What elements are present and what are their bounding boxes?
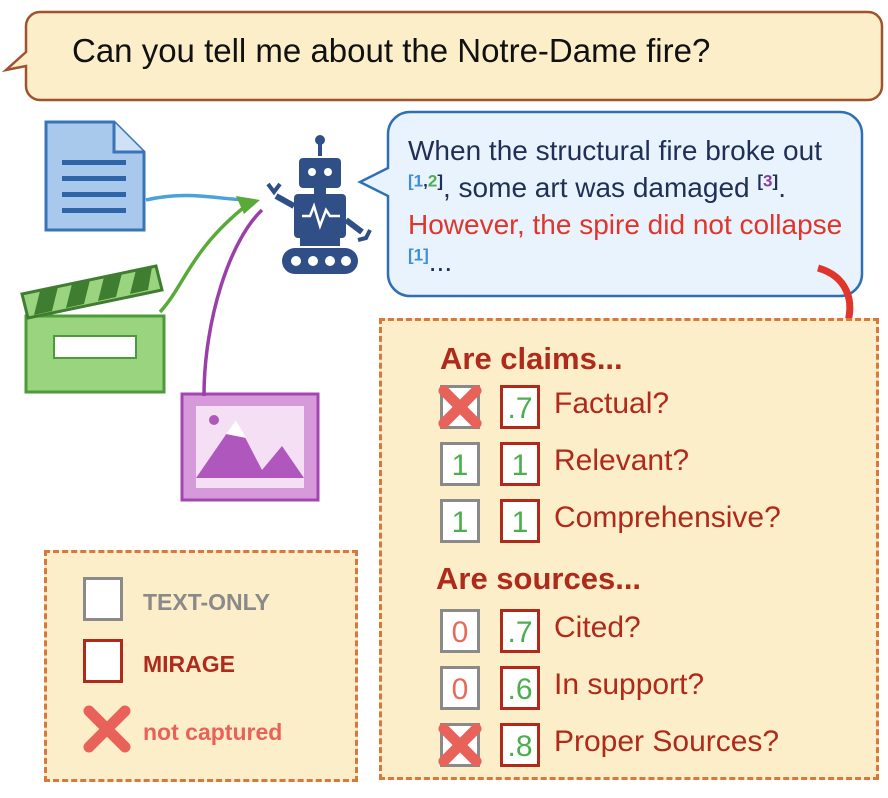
- answer-ellipsis: ...: [428, 246, 453, 277]
- citation-3-num: 3: [763, 171, 773, 191]
- citation-1-red: [1]: [408, 245, 429, 265]
- legend-text-only-label: TEXT-ONLY: [143, 589, 270, 615]
- citation-2: 2: [427, 171, 438, 191]
- claims-row: .7 Factual?: [382, 385, 862, 431]
- clapperboard-icon: [20, 264, 166, 394]
- sources-title: Are sources...: [436, 561, 642, 596]
- claims-title: Are claims...: [440, 341, 623, 376]
- legend-mirage-label: MIRAGE: [143, 651, 235, 677]
- legend-cross-icon: [83, 705, 131, 753]
- sources-row: 0 .7 Cited?: [382, 609, 862, 655]
- answer-hallucination: However, the spire did not collapse: [408, 209, 843, 240]
- citation-sep: ,: [423, 171, 428, 191]
- citation-3-close: ]: [772, 171, 779, 191]
- sources-row: 0 .6 In support?: [382, 666, 862, 712]
- citation-1-close: ]: [437, 171, 443, 191]
- mirage-score: .7: [500, 609, 540, 653]
- mirage-score: .6: [500, 666, 540, 710]
- citation-3: [3]: [757, 172, 778, 191]
- mirage-score: 1: [500, 442, 540, 486]
- document-icon: [44, 120, 146, 232]
- sources-row: .8 Proper Sources?: [382, 723, 862, 769]
- legend-text-only-box: [83, 577, 123, 621]
- legend-panel: TEXT-ONLY MIRAGE not captured: [44, 550, 358, 782]
- answer-part-3: .: [778, 172, 786, 203]
- mirage-score: .8: [500, 723, 540, 767]
- legend-mirage-box: [83, 639, 123, 683]
- robot-icon: [266, 135, 372, 274]
- legend-not-captured-label: not captured: [143, 719, 283, 745]
- not-captured-cross-icon: [438, 723, 482, 767]
- not-captured-cross-icon: [438, 385, 482, 429]
- criterion-label: Cited?: [554, 611, 641, 644]
- question-bubble: [1, 10, 884, 102]
- text-only-score: 1: [440, 499, 480, 543]
- user-question: Can you tell me about the Notre-Dame fir…: [72, 32, 711, 69]
- citation-1-2: [1,2]: [408, 172, 443, 191]
- text-only-score: 0: [440, 609, 480, 653]
- criterion-label: Proper Sources?: [554, 725, 780, 758]
- model-answer: When the structural fire broke out [1,2]…: [408, 132, 848, 280]
- mirage-score: 1: [500, 499, 540, 543]
- citation-3-open: [: [757, 171, 764, 191]
- sources-diagram: [20, 120, 860, 502]
- image-icon: [180, 392, 320, 502]
- text-only-score: 0: [440, 666, 480, 710]
- answer-bubble: [357, 110, 864, 298]
- criterion-label: Factual?: [554, 387, 670, 420]
- criterion-label: In support?: [554, 668, 705, 701]
- mirage-score: .7: [500, 385, 540, 429]
- answer-part-1: When the structural fire broke out: [408, 135, 822, 166]
- answer-part-2: , some art was damaged: [443, 172, 750, 203]
- citation-1-open: [1: [408, 171, 424, 191]
- criterion-label: Comprehensive?: [554, 501, 781, 534]
- criterion-label: Relevant?: [554, 444, 690, 477]
- text-only-score: 1: [440, 442, 480, 486]
